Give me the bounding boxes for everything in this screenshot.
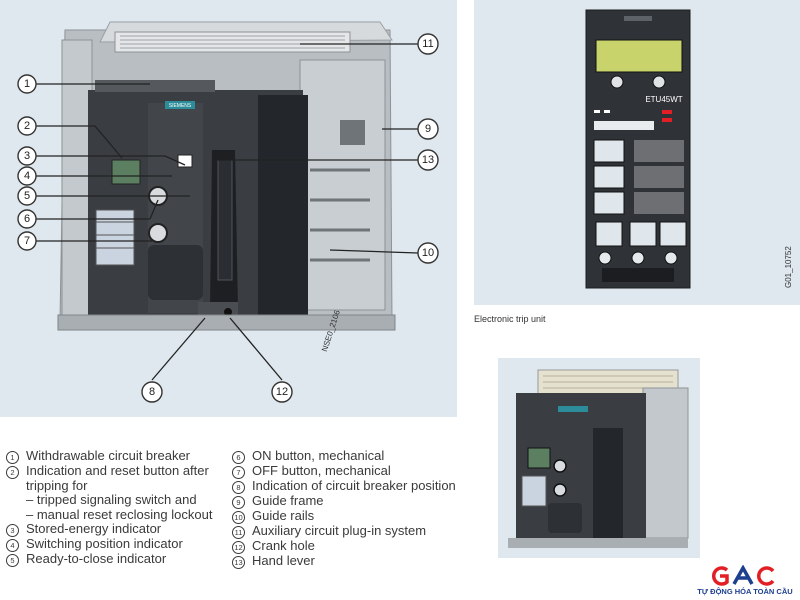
legend-item-10: 10 Guide rails <box>232 508 482 524</box>
legend-text: ON button, mechanical <box>252 448 385 463</box>
gac-logo-tagline: TỰ ĐỘNG HÓA TOÀN CẦU <box>697 587 793 596</box>
legend-text: Guide rails <box>252 508 315 523</box>
callout-9: 9 <box>417 118 439 140</box>
legend-text: – manual reset reclosing lockout <box>26 506 213 522</box>
leader-lines <box>36 43 419 381</box>
legend-text: Switching position indicator <box>26 536 183 552</box>
legend-text: Indication and reset button after <box>26 463 209 478</box>
legend-number: 12 <box>232 541 245 554</box>
legend-text: – tripped signaling switch and <box>26 492 197 508</box>
callout-6: 6 <box>17 209 37 229</box>
trip-unit-id-label: G01_10752 <box>784 246 793 288</box>
legend-item-6: 6 ON button, mechanical <box>232 448 482 464</box>
trip-unit-display <box>595 39 683 73</box>
guide-rails-shape <box>299 59 386 311</box>
svg-text:8: 8 <box>149 386 155 398</box>
svg-text:6: 6 <box>24 213 30 225</box>
legend-item-7: 7 OFF button, mechanical <box>232 463 482 479</box>
legend-text: Guide frame <box>252 493 324 508</box>
breaker-illustration: SIEMENS <box>17 21 439 403</box>
svg-text:3: 3 <box>24 150 30 162</box>
off-button-shape <box>148 223 168 243</box>
legend-text: Stored-energy indicator <box>26 521 162 537</box>
legend-item-4: 4 Switching position indicator <box>6 536 238 553</box>
legend-number: 3 <box>6 524 19 538</box>
legend-right-column: 6 ON button, mechanical 7 OFF button, mech… <box>232 448 482 569</box>
svg-text:13: 13 <box>422 154 434 166</box>
small-breaker-illustration <box>508 369 689 548</box>
legend-number: 5 <box>6 554 19 568</box>
small-breaker-photo-panel <box>498 358 700 558</box>
legend-text: Hand lever <box>252 553 315 568</box>
trip-unit-model-text: ETU45WT <box>645 95 682 104</box>
legend-item-2: 2 Indication and reset button after <box>6 463 238 479</box>
svg-text:12: 12 <box>276 386 288 398</box>
svg-text:11: 11 <box>422 38 433 50</box>
legend-item-3: 3 Stored-energy indicator <box>6 521 238 538</box>
legend-number: 4 <box>6 539 19 553</box>
legend-text: Crank hole <box>252 538 315 553</box>
legend-text: Indication of circuit breaker position <box>252 478 456 493</box>
legend-number: 2 <box>6 466 19 479</box>
legend-item-5: 5 Ready-to-close indicator <box>6 551 238 568</box>
legend-item-13: 13 Hand lever <box>232 553 482 569</box>
callout-2: 2 <box>17 116 37 136</box>
legend-item-9: 9 Guide frame <box>232 493 482 509</box>
svg-text:9: 9 <box>425 123 431 135</box>
legend-number: 10 <box>232 511 245 524</box>
legend-text: tripping for <box>26 478 88 493</box>
trip-unit-caption: Electronic trip unit <box>474 314 546 324</box>
callout-13: 13 <box>417 149 439 171</box>
legend-item-12: 12 Crank hole <box>232 538 482 554</box>
legend-left-column: 1 Withdrawable circuit breaker 2 Indicatio… <box>6 448 238 568</box>
legend-item-1: 1 Withdrawable circuit breaker <box>6 448 238 464</box>
legend-number: 7 <box>232 466 245 479</box>
callout-12: 12 <box>271 381 293 403</box>
svg-text:2: 2 <box>24 120 30 132</box>
callout-3: 3 <box>17 146 37 166</box>
callout-10: 10 <box>417 242 439 264</box>
svg-text:7: 7 <box>24 235 30 247</box>
svg-text:5: 5 <box>24 190 30 202</box>
legend-item-8: 8 Indication of circuit breaker position <box>232 478 482 494</box>
legend-number: 13 <box>232 556 245 569</box>
crank-hole-shape <box>224 308 232 316</box>
legend-text: Auxiliary circuit plug-in system <box>252 523 427 538</box>
trip-unit-illustration: ETU45WT <box>585 9 691 289</box>
auxiliary-plugin-system-shape <box>114 31 351 53</box>
hand-lever-housing <box>258 95 308 320</box>
legend-number: 9 <box>232 496 245 509</box>
svg-text:1: 1 <box>24 78 30 90</box>
legend-number: 6 <box>232 451 245 464</box>
legend-text: Withdrawable circuit breaker <box>26 448 191 463</box>
callout-4: 4 <box>17 166 37 186</box>
legend-item-2-sub-a: – tripped signaling switch and <box>6 492 238 508</box>
gac-logo-mark <box>711 565 775 586</box>
legend-number: 8 <box>232 481 245 494</box>
svg-text:10: 10 <box>422 247 434 259</box>
legend-text: Ready-to-close indicator <box>26 551 167 567</box>
callout-5: 5 <box>17 186 37 206</box>
legend-number: 1 <box>6 451 19 464</box>
main-breaker-photo-panel: SIEMENS <box>0 0 457 417</box>
electronic-trip-unit-panel: ETU45WT <box>474 0 800 305</box>
legend-item-2-continued: tripping for <box>6 478 238 493</box>
svg-text:4: 4 <box>24 170 30 182</box>
callout-1: 1 <box>17 74 37 94</box>
legend-item-11: 11 Auxiliary circuit plug-in system <box>232 523 482 539</box>
legend-number: 11 <box>232 526 245 539</box>
legend-item-2-sub-b: – manual reset reclosing lockout <box>6 506 238 522</box>
callout-11: 11 <box>417 33 439 55</box>
gac-logo: TỰ ĐỘNG HÓA TOÀN CẦU <box>695 565 795 600</box>
siemens-badge-text: SIEMENS <box>169 103 192 109</box>
legend-text: OFF button, mechanical <box>252 463 391 478</box>
callout-8: 8 <box>141 381 163 403</box>
callout-7: 7 <box>17 231 37 251</box>
